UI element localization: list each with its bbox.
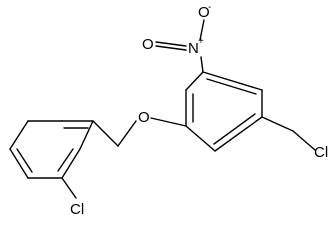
atom-n: N	[188, 40, 199, 57]
ring2-bond-6	[61, 148, 81, 179]
ring2-bond-3	[9, 120, 29, 150]
bond-n-o-double-b	[155, 45, 187, 51]
bond-n-o-minus	[199, 19, 205, 41]
bond-n-o-double-a	[155, 41, 187, 47]
ring-bond-1-inner	[206, 78, 257, 95]
bond-ring-cl	[61, 177, 77, 199]
atom-ether-o: O	[138, 109, 150, 126]
bond-ring-ch2	[261, 116, 294, 132]
ring-bond-4	[185, 125, 216, 152]
structure-diagram: O - O N + O Cl Cl	[9, 2, 329, 218]
atom-chloromethyl-cl: Cl	[314, 144, 328, 161]
atom-o-double: O	[142, 36, 154, 53]
bond-ch2-cl	[292, 130, 316, 151]
bond-n-ring	[200, 56, 204, 73]
ring-bond-3-inner	[213, 113, 256, 145]
atom-aryl-cl: Cl	[70, 201, 84, 218]
ring2-bond-7	[79, 120, 94, 150]
ring2-bond-4-inner	[16, 148, 33, 173]
charge-plus: +	[198, 36, 204, 47]
bond-o-ch2	[117, 120, 137, 147]
charge-minus: -	[208, 2, 211, 13]
ring-bond-6	[185, 71, 204, 91]
atom-o-minus: O	[198, 4, 210, 21]
ring-bond-3	[214, 116, 263, 152]
ring2-bond-6-inner	[57, 148, 74, 172]
ring-bond-1	[202, 71, 263, 91]
bond-ch2-ring	[92, 120, 119, 147]
bond-ring-o	[150, 117, 187, 127]
molecule-svg: O - O N + O Cl Cl	[9, 2, 328, 218]
ring2-bond-4	[9, 148, 29, 179]
